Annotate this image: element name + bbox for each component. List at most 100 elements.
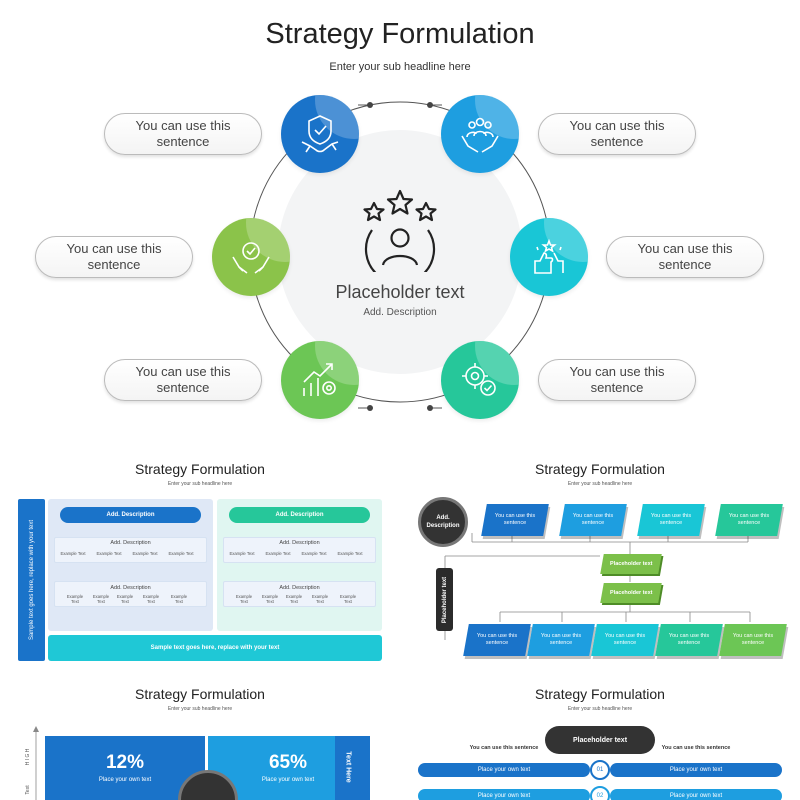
thumb3-kpi-2: 65% Place your own text [228, 752, 348, 783]
thumb2-green-box-1: Placeholder text [600, 554, 662, 574]
thumb3-title: Strategy Formulation [135, 686, 265, 702]
thumb1-example: Example Text [301, 551, 327, 556]
node-2 [441, 95, 519, 173]
thumb2-green-box-2: Placeholder text [600, 583, 662, 603]
node-1 [281, 95, 359, 173]
thumb4-row-left-2: Place your own text [418, 789, 590, 800]
thumb1-row-title: Add. Description [279, 585, 320, 591]
thumb2-top-box: You can use this sentence [637, 504, 705, 536]
thumb4-row-left-1: Place your own text [418, 763, 590, 777]
thumb1-example: Example [285, 594, 303, 599]
thumb3-kpi-panel-1 [45, 736, 205, 800]
thumb4-row-right-1: Place your own text [610, 763, 782, 777]
connector-dot [427, 102, 433, 108]
thumb1-row-title: Add. Description [110, 585, 151, 591]
thumb1-example: Text [344, 599, 352, 604]
thumb1-example: Example [92, 594, 110, 599]
statement-pill-4: You can use this sentence [606, 236, 764, 278]
node-3 [212, 218, 290, 296]
thumb1-example: Text [316, 599, 324, 604]
thumb1-example: Example Text [168, 551, 194, 556]
thumb2-bottom-box: You can use this sentence [463, 624, 531, 656]
thumb1-example: Text [121, 599, 129, 604]
thumb3-kpi-1-value: 12% [105, 752, 145, 773]
thumb1-vertical-bar: Sample text goes here, replace with your… [18, 499, 45, 661]
thumb1-title: Strategy Formulation [135, 461, 265, 477]
thumb2-bottom-box: You can use this sentence [655, 624, 723, 656]
thumb2-bottom-box: You can use this sentence [527, 624, 595, 656]
thumb1-example: Example [339, 594, 357, 599]
thumb1-left-header: Add. Description [60, 507, 201, 523]
thumb3-axis [33, 726, 39, 800]
thumb1-subtitle: Enter your sub headline here [167, 481, 233, 487]
thumb2-top-box: You can use this sentence [715, 504, 783, 536]
thumb1-example: Text [147, 599, 155, 604]
thumb1-example: Example Text [265, 551, 291, 556]
thumb1-example: Example [142, 594, 160, 599]
thumb2-top-box: You can use this sentence [481, 504, 549, 536]
thumb1-example: Example Text [60, 551, 86, 556]
statement-pill-2: You can use this sentence [538, 113, 696, 155]
thumb2-vertical-text: Placeholder text [441, 576, 448, 623]
thumb1-example: Text [266, 599, 274, 604]
node-5 [281, 341, 359, 419]
thumb1-example: Example [311, 594, 329, 599]
thumb2-title: Strategy Formulation [535, 461, 665, 477]
thumb1-example: Example [261, 594, 279, 599]
page-subtitle: Enter your sub headline here [329, 61, 471, 73]
thumb4-title: Strategy Formulation [535, 686, 665, 702]
thumb4-right-heading: You can use this sentence [661, 745, 731, 751]
thumb2-bottom-box: You can use this sentence [591, 624, 659, 656]
statement-pill-3: You can use this sentence [35, 236, 193, 278]
hub-description: Add. Description [363, 307, 437, 318]
thumb4-number-1: 01 [590, 760, 610, 780]
statement-pill-1: You can use this sentence [104, 113, 262, 155]
thumb4-number-2: 02 [590, 786, 610, 800]
thumb2-bottom-box: You can use this sentence [719, 624, 787, 656]
thumb3-kpi-2-label: Place your own text [261, 777, 315, 783]
connector-dot [367, 102, 373, 108]
thumb1-row [54, 581, 207, 607]
thumb1-example: Text [71, 599, 79, 604]
hub-title: Placeholder text [335, 282, 465, 302]
thumb1-bottom-bar: Sample text goes here, replace with your… [48, 635, 382, 661]
thumb3-axis-high: H I G H [25, 748, 31, 766]
thumb3-kpi-1-label: Place your own text [98, 777, 152, 783]
thumb3-subtitle: Enter your sub headline here [167, 706, 233, 712]
check-badge-hands-icon [232, 242, 270, 274]
thumb1-row-title: Add. Description [110, 540, 151, 546]
thumb1-row-title: Add. Description [279, 540, 320, 546]
thumb1-example: Example Text [96, 551, 122, 556]
thumb1-example: Text [97, 599, 105, 604]
handshake-shield-icon [301, 115, 339, 153]
thumb2-vertical-label: Placeholder text [436, 568, 453, 631]
thumb4-row-right-2: Place your own text [610, 789, 782, 800]
node-4 [510, 218, 588, 296]
thumb1-example: Example Text [229, 551, 255, 556]
thumb1-example: Example Text [337, 551, 363, 556]
statement-pill-6: You can use this sentence [538, 359, 696, 401]
thumb2-top-box: You can use this sentence [559, 504, 627, 536]
thumb4-subtitle: Enter your sub headline here [567, 706, 633, 712]
thumb1-example: Example [116, 594, 134, 599]
thumb1-example: Example [235, 594, 253, 599]
connector-dot [367, 405, 373, 411]
thumb2-subtitle: Enter your sub headline here [567, 481, 633, 487]
thumb1-example: Text [175, 599, 183, 604]
thumb1-example: Example [170, 594, 188, 599]
thumb1-example: Example Text [132, 551, 158, 556]
thumb1-right-header: Add. Description [229, 507, 370, 523]
thumb1-row [223, 581, 376, 607]
user-stars-icon [363, 189, 437, 272]
node-6 [441, 341, 519, 419]
thumbs-up-stars-icon [534, 238, 564, 274]
thumb2-description-circle: Add. Description [418, 497, 468, 547]
thumb1-example: Text [290, 599, 298, 604]
thumb3-axis-text: Text [25, 785, 31, 795]
thumb1-example: Text [240, 599, 248, 604]
statement-pill-5: You can use this sentence [104, 359, 262, 401]
growth-gear-icon [303, 363, 336, 396]
thumb1-example: Example [66, 594, 84, 599]
